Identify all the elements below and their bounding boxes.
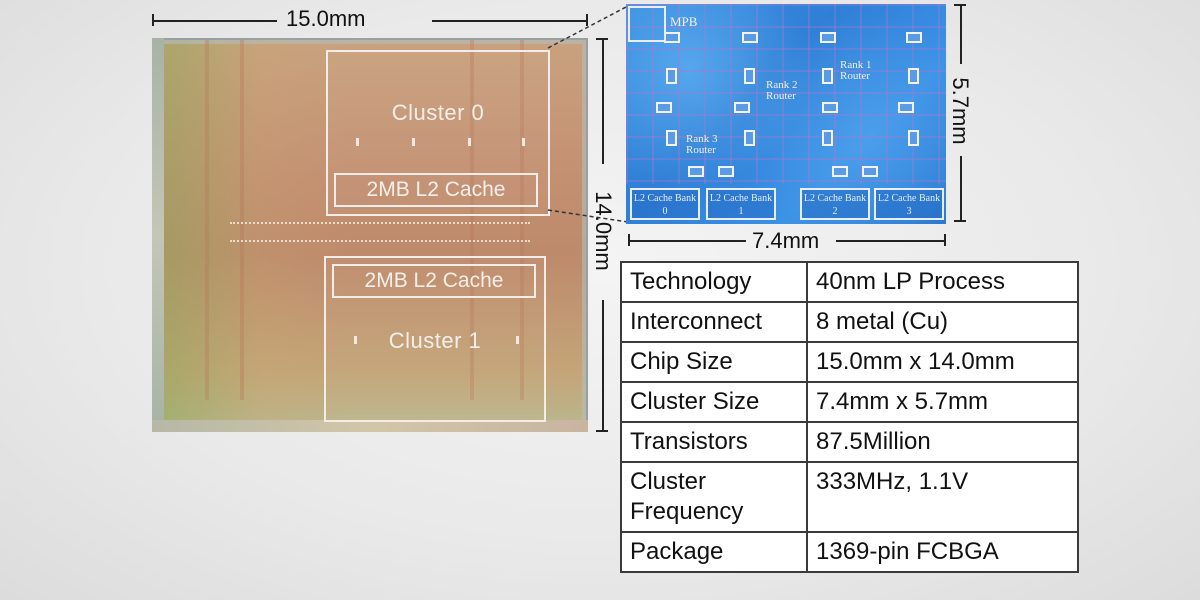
router-icon xyxy=(742,32,758,43)
spec-key: Cluster Size xyxy=(620,381,808,423)
spec-table: Technology 40nm LP Process Interconnect … xyxy=(620,261,1079,573)
router-icon xyxy=(664,32,680,43)
die-edge-bottom xyxy=(152,420,588,432)
spec-value: 8 metal (Cu) xyxy=(806,301,1079,343)
dim-cap xyxy=(954,4,966,6)
dim-cap xyxy=(596,430,608,432)
die-texture-stripe xyxy=(205,40,209,400)
spec-key: Package xyxy=(620,531,808,573)
spec-key: Chip Size xyxy=(620,341,808,383)
router-icon xyxy=(822,102,838,113)
cluster-tick xyxy=(356,138,359,146)
table-row: Package 1369-pin FCBGA xyxy=(620,531,1079,573)
spec-key: Cluster Frequency xyxy=(620,461,808,533)
spec-value: 333MHz, 1.1V xyxy=(806,461,1079,533)
router-icon xyxy=(906,32,922,43)
router-icon xyxy=(744,130,755,146)
mpb-box xyxy=(628,6,666,42)
router-icon xyxy=(908,130,919,146)
die-texture-stripe xyxy=(470,40,474,400)
cluster-tick xyxy=(354,336,357,344)
die-width-line xyxy=(432,20,588,22)
router-icon xyxy=(666,68,677,84)
cluster-0-label: Cluster 0 xyxy=(391,100,485,125)
spec-key: Interconnect xyxy=(620,301,808,343)
router-icon xyxy=(744,68,755,84)
table-row: Interconnect 8 metal (Cu) xyxy=(620,301,1079,343)
l2-cache-bottom-label: 2MB L2 Cache xyxy=(332,264,536,298)
l2-bank-2: L2 Cache Bank 2 xyxy=(800,188,870,220)
dim-cap xyxy=(944,234,946,246)
router-icon xyxy=(908,68,919,84)
zoom-width-line xyxy=(628,240,746,242)
die-height-line xyxy=(602,300,604,432)
spec-value: 40nm LP Process xyxy=(806,261,1079,303)
die-texture-stripe xyxy=(240,40,244,400)
table-row: Cluster Size 7.4mm x 5.7mm xyxy=(620,381,1079,423)
cluster-tick xyxy=(522,138,525,146)
spec-key: Transistors xyxy=(620,421,808,463)
router-icon xyxy=(832,166,848,177)
cluster-1-box: Cluster 1 xyxy=(324,256,546,422)
cluster-0-box: Cluster 0 xyxy=(326,50,550,216)
router-icon xyxy=(822,130,833,146)
router-icon xyxy=(734,102,750,113)
router-icon xyxy=(862,166,878,177)
zoom-height-line xyxy=(960,156,962,222)
dim-cap xyxy=(628,234,630,246)
table-row: Transistors 87.5Million xyxy=(620,421,1079,463)
spec-value: 15.0mm x 14.0mm xyxy=(806,341,1079,383)
router-icon xyxy=(688,166,704,177)
zoom-width-label: 7.4mm xyxy=(752,228,820,253)
rank-3-router-note: Rank 3 Router xyxy=(686,133,718,156)
die-width-label: 15.0mm xyxy=(286,6,366,31)
die-texture-stripe xyxy=(520,40,524,400)
table-row: Cluster Frequency 333MHz, 1.1V xyxy=(620,461,1079,533)
dim-cap xyxy=(954,220,966,222)
router-icon xyxy=(898,102,914,113)
l2-bank-1: L2 Cache Bank 1 xyxy=(706,188,776,220)
spec-key: Technology xyxy=(620,261,808,303)
rank-2-router-note: Rank 2 Router xyxy=(766,79,798,102)
dim-cap xyxy=(596,38,608,40)
l2-bank-0: L2 Cache Bank 0 xyxy=(630,188,700,220)
rank-1-router-note: Rank 1 Router xyxy=(840,59,872,82)
zoom-callout-lines xyxy=(547,5,629,223)
zoom-height-label: 5.7mm xyxy=(948,77,973,145)
cluster-zoom-photo: MPB Rank 1 Router Rank 2 Router Rank 3 R… xyxy=(626,4,946,224)
die-photo xyxy=(152,38,588,432)
dim-cap xyxy=(152,14,154,26)
table-row: Chip Size 15.0mm x 14.0mm xyxy=(620,341,1079,383)
table-row: Technology 40nm LP Process xyxy=(620,261,1079,303)
spec-value: 1369-pin FCBGA xyxy=(806,531,1079,573)
router-icon xyxy=(666,130,677,146)
spec-value: 7.4mm x 5.7mm xyxy=(806,381,1079,423)
cluster-1-label: Cluster 1 xyxy=(388,328,482,353)
dim-cap xyxy=(586,14,588,26)
router-icon xyxy=(820,32,836,43)
die-bus-dots xyxy=(230,222,530,226)
cluster-tick xyxy=(468,138,471,146)
die-bus-dots xyxy=(230,240,530,244)
l2-cache-top-label: 2MB L2 Cache xyxy=(334,173,538,207)
cluster-tick xyxy=(412,138,415,146)
die-height-line xyxy=(602,38,604,164)
zoom-height-line xyxy=(960,4,962,64)
spec-value: 87.5Million xyxy=(806,421,1079,463)
cluster-tick xyxy=(516,336,519,344)
zoom-width-line xyxy=(836,240,946,242)
router-icon xyxy=(718,166,734,177)
mpb-label: MPB xyxy=(670,14,698,29)
die-width-line xyxy=(152,20,277,22)
router-icon xyxy=(822,68,833,84)
die-edge-left xyxy=(152,38,164,432)
l2-bank-3: L2 Cache Bank 3 xyxy=(874,188,944,220)
router-icon xyxy=(656,102,672,113)
